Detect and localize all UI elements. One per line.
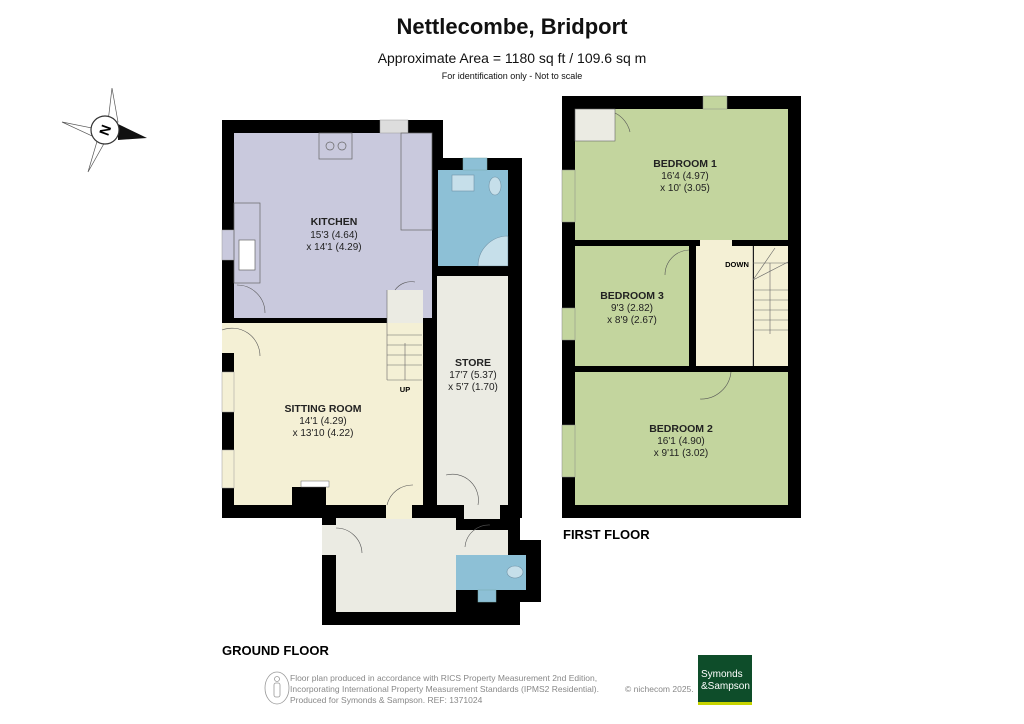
copyright: © nichecom 2025. bbox=[625, 684, 694, 694]
sink-icon bbox=[238, 239, 256, 271]
logo-text: &Sampson bbox=[701, 681, 750, 692]
landing-floor bbox=[696, 246, 753, 366]
window bbox=[221, 229, 235, 261]
bedroom-3-floor bbox=[575, 246, 689, 366]
footer-line: Incorporating International Property Mea… bbox=[290, 684, 599, 694]
sitting-room-floor bbox=[234, 323, 423, 505]
logo-text: Symonds bbox=[701, 669, 743, 680]
bedroom-2-floor bbox=[575, 372, 788, 505]
agent-logo: Symonds &Sampson bbox=[698, 655, 752, 705]
stairs-down-label: DOWN bbox=[725, 260, 749, 269]
room-dim-bedroom-3: 9'3 (2.82) bbox=[611, 303, 653, 314]
toilet-icon bbox=[506, 565, 524, 579]
room-dim-kitchen: 15'3 (4.64) bbox=[310, 230, 358, 241]
first-floor-label: FIRST FLOOR bbox=[563, 527, 650, 542]
window bbox=[477, 589, 497, 603]
page-title: Nettlecombe, Bridport bbox=[396, 14, 628, 39]
window bbox=[221, 449, 235, 489]
room-name-bedroom-2: BEDROOM 2 bbox=[649, 423, 713, 435]
window bbox=[561, 424, 576, 478]
room-dim-bedroom-2: 16'1 (4.90) bbox=[657, 436, 705, 447]
room-dim-kitchen: x 14'1 (4.29) bbox=[306, 242, 361, 253]
room-name-bedroom-1: BEDROOM 1 bbox=[653, 158, 717, 170]
window bbox=[221, 371, 235, 413]
door-swings bbox=[221, 281, 491, 554]
ground-floor-plan: KITCHEN 15'3 (4.64) x 14'1 (4.29) SITTIN… bbox=[221, 119, 541, 625]
scale-note: For identification only - Not to scale bbox=[441, 71, 583, 81]
toilet-icon bbox=[488, 176, 502, 196]
cupboard bbox=[574, 108, 616, 142]
room-dim-store: 17'7 (5.37) bbox=[449, 370, 497, 381]
room-name-kitchen: KITCHEN bbox=[311, 216, 358, 228]
room-dim-bedroom-2: x 9'11 (3.02) bbox=[654, 448, 709, 459]
window bbox=[379, 119, 409, 134]
footer-line: Produced for Symonds & Sampson. REF: 137… bbox=[290, 695, 483, 705]
fireplace bbox=[292, 487, 326, 505]
window bbox=[462, 157, 488, 171]
room-dim-sitting-room: x 13'10 (4.22) bbox=[293, 428, 354, 439]
room-name-bedroom-3: BEDROOM 3 bbox=[600, 290, 664, 302]
room-name-store: STORE bbox=[455, 357, 491, 369]
person-icon bbox=[264, 671, 290, 705]
door-swings bbox=[614, 112, 732, 400]
room-dim-bedroom-3: x 8'9 (2.67) bbox=[607, 315, 657, 326]
room-name-sitting-room: SITTING ROOM bbox=[285, 403, 362, 415]
window bbox=[561, 307, 576, 341]
footer-line: Floor plan produced in accordance with R… bbox=[290, 673, 598, 683]
room-dim-store: x 5'7 (1.70) bbox=[448, 382, 498, 393]
ground-floor-label: GROUND FLOOR bbox=[222, 643, 329, 658]
shower-icon bbox=[477, 235, 509, 267]
compass-icon: N bbox=[61, 87, 147, 173]
footer-disclaimer: Floor plan produced in accordance with R… bbox=[290, 673, 599, 706]
window bbox=[702, 95, 728, 110]
area-summary: Approximate Area = 1180 sq ft / 109.6 sq… bbox=[377, 50, 647, 66]
stairs-down-icon bbox=[752, 246, 789, 366]
first-floor-plan: BEDROOM 1 16'4 (4.97) x 10' (3.05) BEDRO… bbox=[561, 95, 801, 518]
kitchen-floor bbox=[234, 133, 432, 318]
stairs-up-label: UP bbox=[400, 385, 410, 394]
room-dim-bedroom-1: 16'4 (4.97) bbox=[661, 171, 709, 182]
room-dim-bedroom-1: x 10' (3.05) bbox=[660, 183, 710, 194]
hob-icon bbox=[318, 132, 353, 160]
room-dim-sitting-room: 14'1 (4.29) bbox=[299, 416, 347, 427]
basin-icon bbox=[451, 174, 475, 192]
store-floor bbox=[437, 276, 508, 505]
stairs-up-icon bbox=[386, 290, 422, 381]
window bbox=[561, 169, 576, 223]
stairs-floor bbox=[754, 246, 788, 366]
hall-floor bbox=[336, 518, 456, 612]
